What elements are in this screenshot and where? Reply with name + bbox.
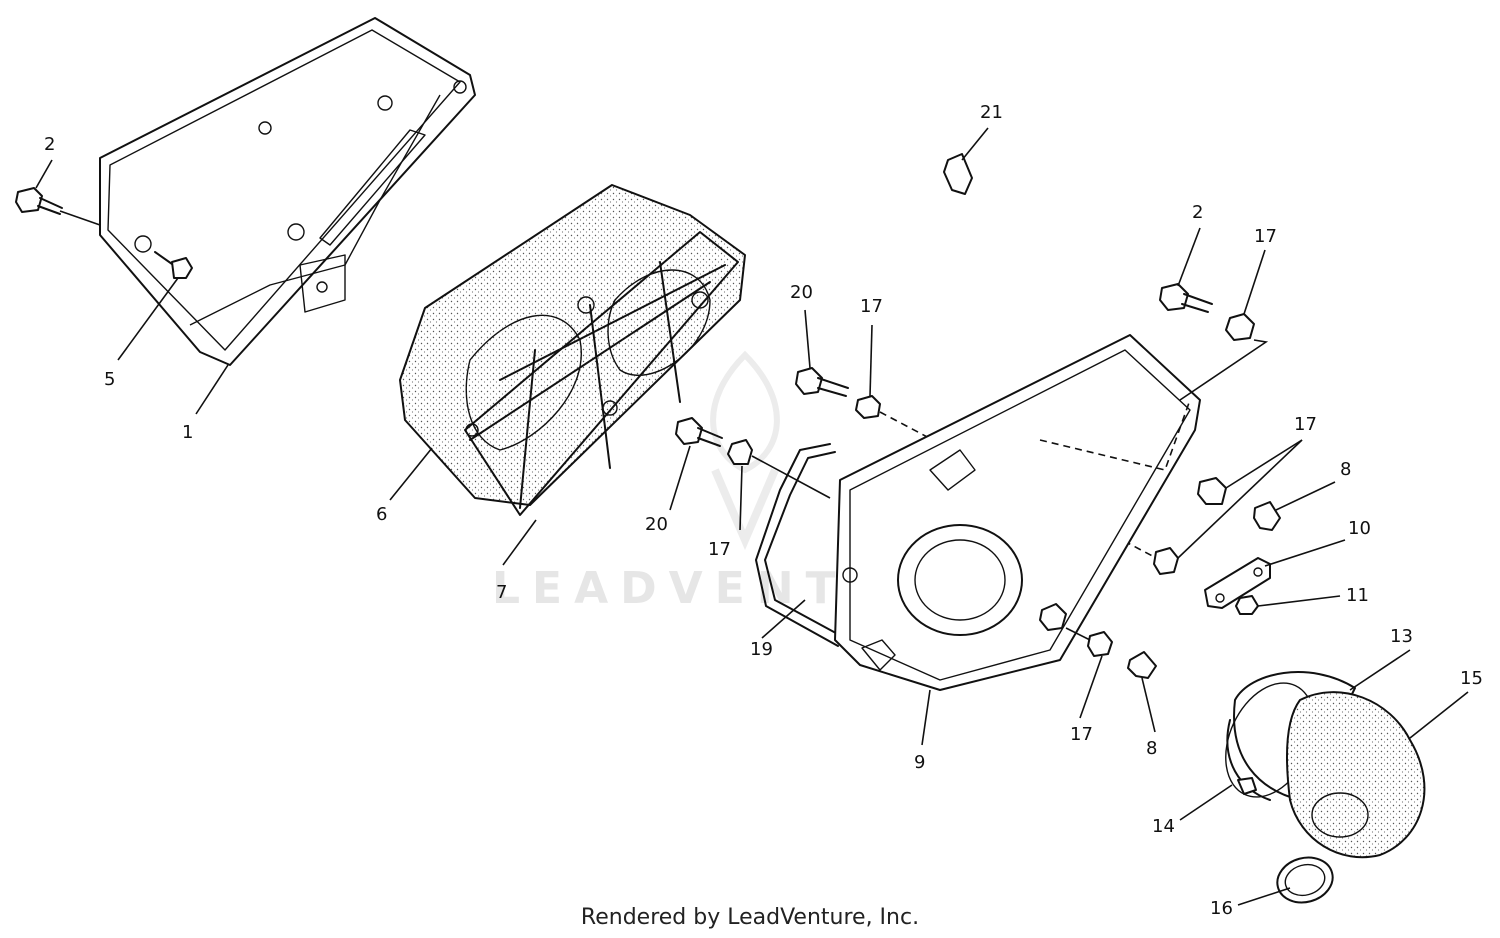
- part-20-bolt-upper[interactable]: [795, 367, 849, 397]
- part-14-clamp[interactable]: [1226, 719, 1271, 801]
- part-8-clip-lower[interactable]: [1127, 651, 1157, 679]
- part-9-airbox-housing[interactable]: [834, 334, 1201, 691]
- callout-15: 15: [1460, 668, 1483, 689]
- part-6-foam-element[interactable]: [399, 184, 746, 506]
- callout-5: 5: [104, 369, 115, 390]
- callout-17-lower: 17: [708, 539, 731, 560]
- part-11-nut[interactable]: [1235, 595, 1259, 615]
- callout-6: 6: [376, 504, 387, 525]
- part-17-grommet-right-mid[interactable]: [1197, 477, 1227, 505]
- callout-13: 13: [1390, 626, 1413, 647]
- part-16-clamp-ring[interactable]: [1272, 852, 1337, 909]
- part-1-airbox-cover[interactable]: [99, 17, 476, 366]
- part-15-foam-filter[interactable]: [1286, 691, 1426, 859]
- part-8-clip-upper[interactable]: [1253, 501, 1281, 531]
- part-19-seal-strip[interactable]: [755, 443, 846, 647]
- part-10-bracket[interactable]: [1204, 557, 1271, 609]
- part-17-grommet-bottom-b[interactable]: [1065, 627, 1113, 657]
- callout-16: 16: [1210, 898, 1233, 919]
- callout-17-right-top: 17: [1254, 226, 1277, 247]
- leader-lines: [35, 127, 1469, 906]
- callout-17-upper: 17: [860, 296, 883, 317]
- part-20-bolt-lower[interactable]: [675, 417, 723, 447]
- part-21-clip[interactable]: [943, 153, 973, 195]
- part-17-grommet-right-top[interactable]: [1179, 313, 1269, 401]
- callout-8-upper: 8: [1340, 459, 1351, 480]
- part-17-grommet-bottom-a[interactable]: [1039, 603, 1067, 631]
- callout-14: 14: [1152, 816, 1175, 837]
- part-17-grommet-right-low[interactable]: [1153, 547, 1179, 575]
- callout-20-upper: 20: [790, 282, 813, 303]
- callout-8-lower: 8: [1146, 738, 1157, 759]
- callout-17-right-mid: 17: [1294, 414, 1317, 435]
- callout-19: 19: [750, 639, 773, 660]
- callout-20-lower: 20: [645, 514, 668, 535]
- callout-2-right: 2: [1192, 202, 1203, 223]
- part-17-grommet-lower[interactable]: [727, 439, 831, 499]
- callout-9: 9: [914, 752, 925, 773]
- callout-10: 10: [1348, 518, 1371, 539]
- part-2-bolt-left[interactable]: [15, 187, 101, 226]
- callout-11: 11: [1346, 585, 1369, 606]
- callout-1: 1: [182, 422, 193, 443]
- part-2-bolt-right[interactable]: [1159, 283, 1213, 313]
- callout-21: 21: [980, 102, 1003, 123]
- callout-2-left: 2: [44, 134, 55, 155]
- part-5-grommet[interactable]: [154, 251, 193, 279]
- part-7-wire-cage[interactable]: [464, 231, 739, 516]
- footer-credit: Rendered by LeadVenture, Inc.: [580, 905, 920, 930]
- callout-7: 7: [496, 582, 507, 603]
- callout-17-bottom: 17: [1070, 724, 1093, 745]
- callouts: 2 5 1 6 7 20 17 20 17 21 2 17 17 8 10 11…: [44, 102, 1483, 919]
